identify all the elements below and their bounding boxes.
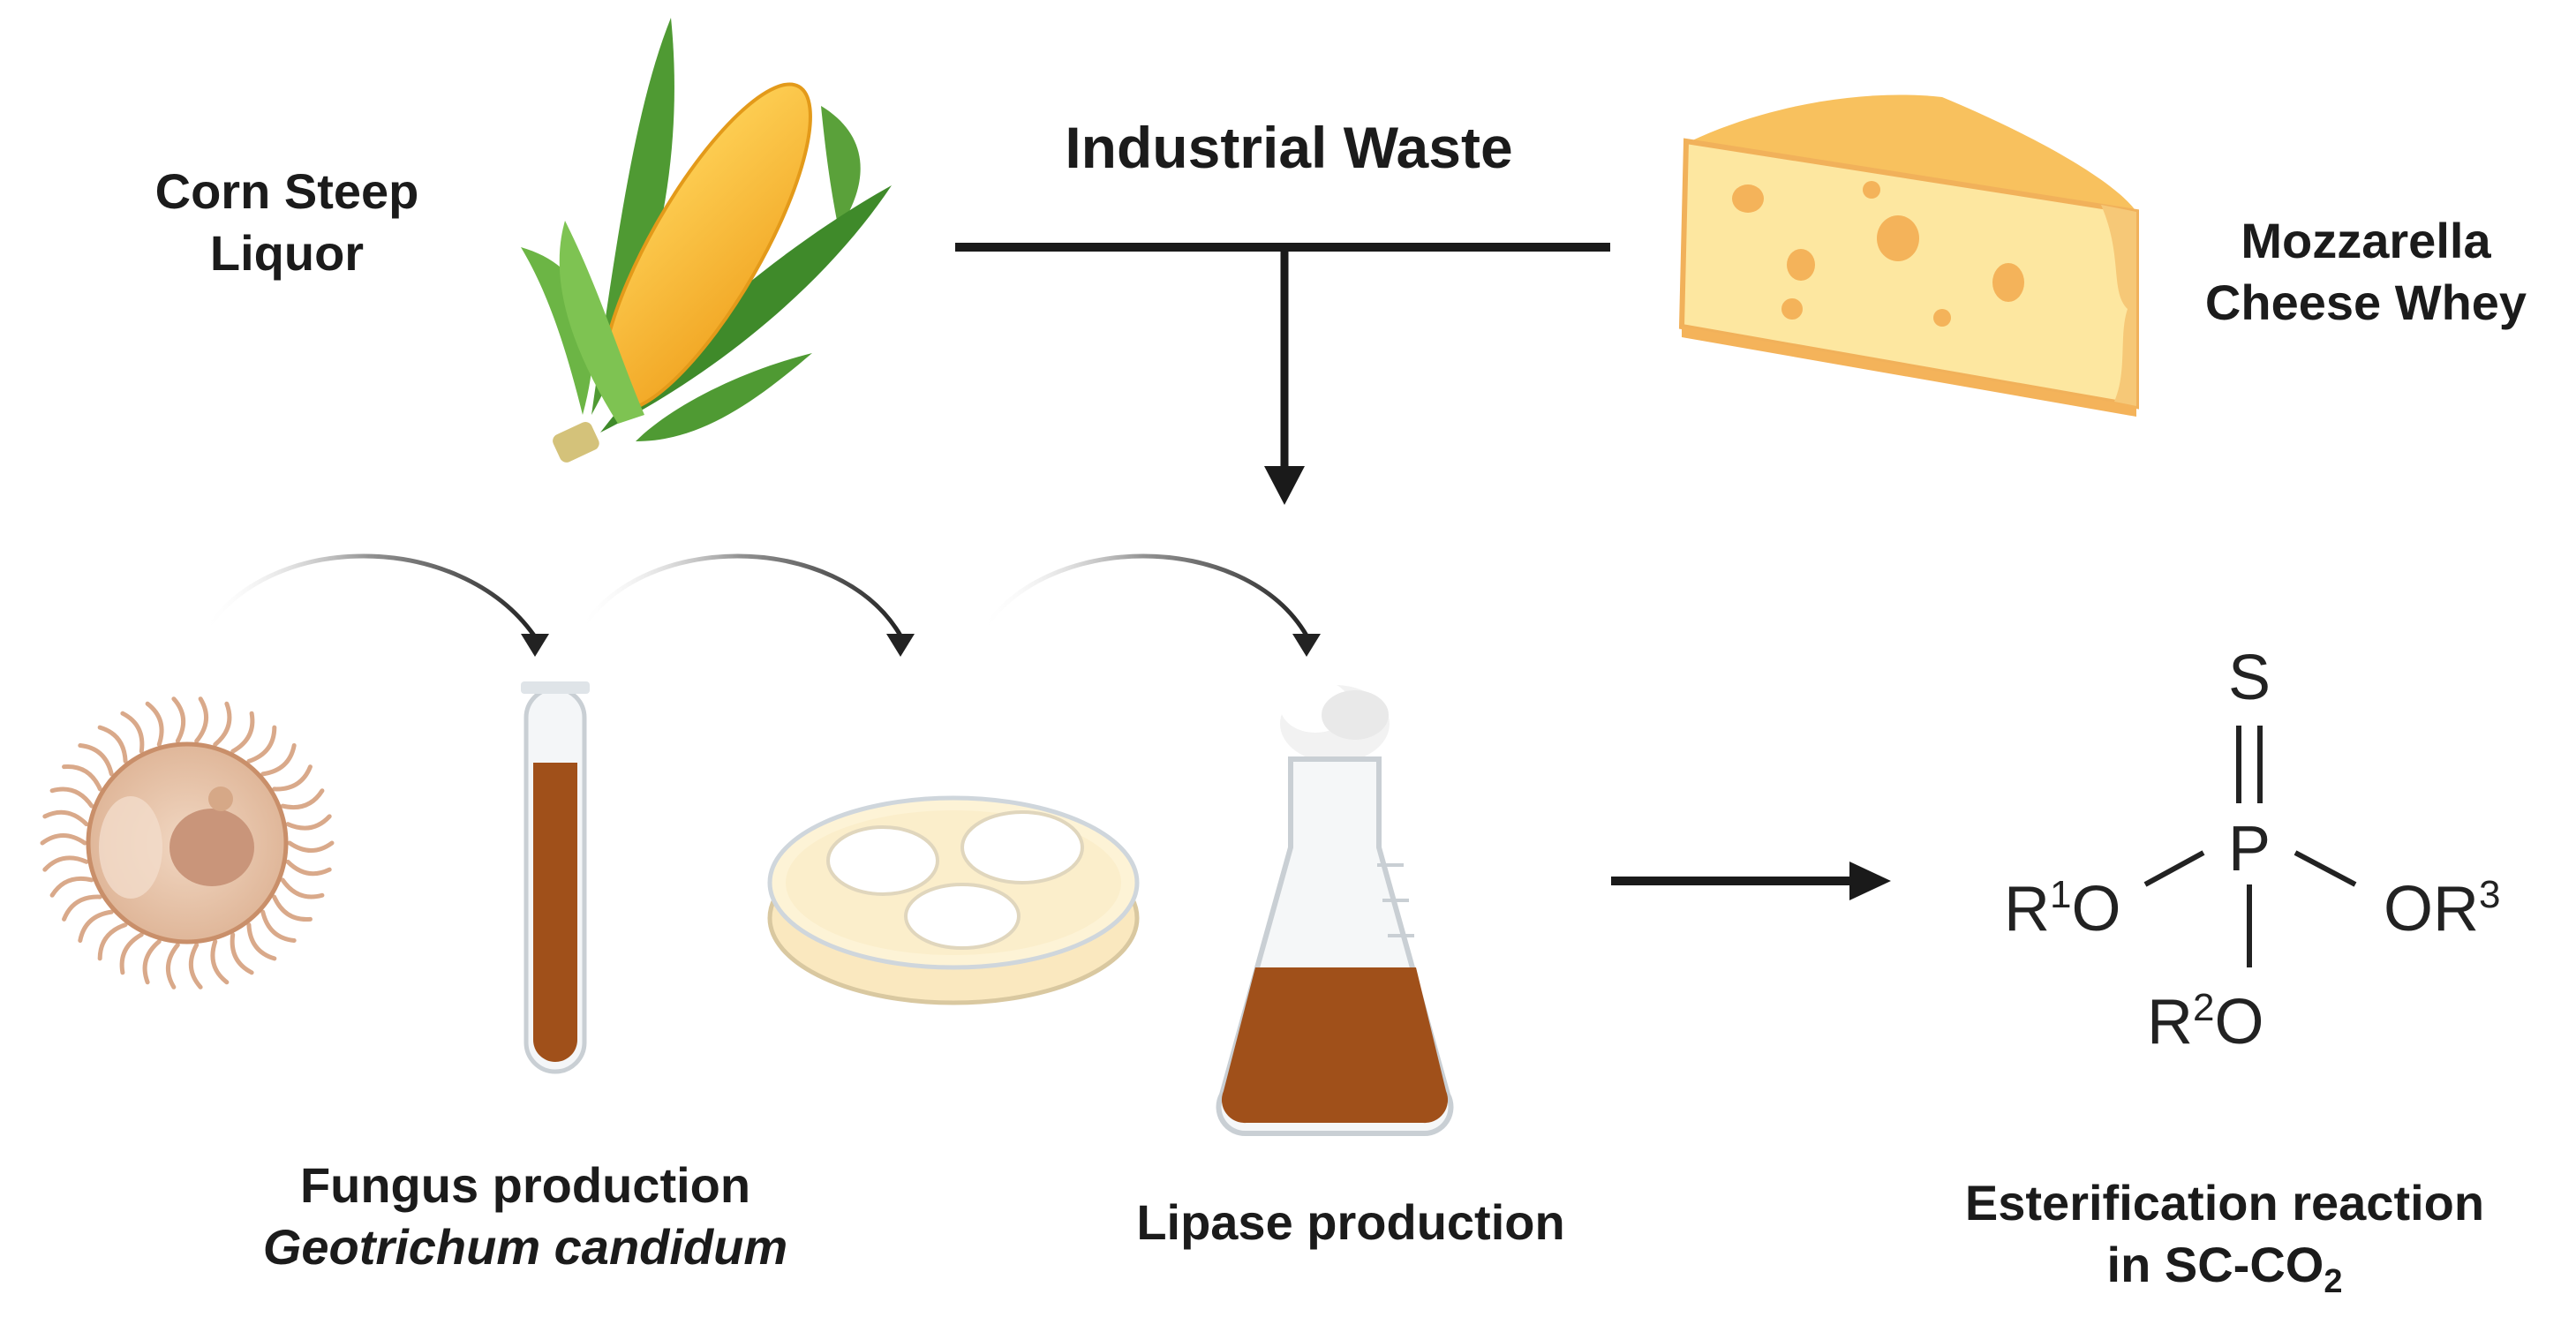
fungus-cell-icon — [40, 696, 335, 990]
cell-cilium — [40, 833, 87, 846]
cell-cilium — [62, 894, 102, 922]
cell-cilium — [285, 814, 332, 831]
cell-cilium — [210, 939, 230, 985]
r2-oxygen: O — [2214, 987, 2263, 1057]
arrow-cell-to-tube-head — [521, 634, 549, 657]
reaction-arrow — [1611, 862, 1891, 900]
cheese-label-line1: Mozzarella — [2241, 213, 2491, 268]
fungus-species-label: Geotrichum candidum — [262, 1219, 788, 1275]
cell-cilium — [194, 696, 208, 743]
cell-cilium — [230, 932, 254, 975]
corn-icon — [521, 18, 892, 463]
industrial-waste-title: Industrial Waste — [1065, 115, 1513, 180]
arrow-cell-to-tube — [200, 553, 537, 637]
cell-cilium — [166, 943, 180, 990]
r2-superscript: 2 — [2193, 986, 2214, 1029]
corn-label-line2: Liquor — [209, 225, 365, 281]
group-r2o: R2O — [2147, 986, 2264, 1057]
cell-cilium — [287, 840, 335, 853]
cell-cilium — [246, 922, 277, 961]
cell-cilium — [120, 711, 145, 754]
cell-cilium — [49, 876, 94, 898]
arrow-tube-to-dish-head — [886, 634, 915, 657]
cell-cilium — [49, 786, 94, 809]
cell-cilium — [42, 809, 89, 827]
atom-p: P — [2228, 814, 2271, 884]
cell-cilium — [171, 696, 186, 743]
r2-letter: R — [2147, 987, 2193, 1057]
cell-cilium — [280, 877, 325, 899]
cell-cilium — [246, 725, 277, 764]
petri-dish-icon — [767, 795, 1140, 1005]
cell-cilium — [78, 743, 114, 777]
cell-cilium — [62, 764, 102, 792]
or3-text: OR — [2384, 874, 2479, 944]
r1-superscript: 1 — [2050, 873, 2071, 916]
cell-cilium — [230, 711, 255, 754]
phosphorothioate-molecule: S P R1O OR3 R2O — [2004, 643, 2500, 1057]
fungus-production-label: Fungus production Geotrichum candidum — [194, 1155, 856, 1278]
cell-cilium — [78, 909, 114, 943]
cell-cilium — [280, 788, 325, 810]
cell-cilium — [42, 855, 89, 872]
bond-p-right — [2294, 850, 2357, 887]
cell-cilium — [97, 725, 128, 764]
cell-cilium — [142, 939, 162, 985]
cell-cilium — [188, 943, 203, 990]
cell-cilium — [213, 701, 232, 747]
r1-oxygen: O — [2071, 874, 2120, 944]
cell-cilium — [260, 909, 297, 943]
co2-subscript: 2 — [2324, 1263, 2343, 1301]
cell-cilium — [97, 922, 128, 961]
cell-cilium — [145, 701, 164, 747]
lipase-production-label: Lipase production — [1136, 1194, 1565, 1250]
cell-cilium — [285, 859, 332, 877]
mozzarella-cheese-whey-label: Mozzarella Cheese Whey — [2172, 210, 2560, 334]
group-or3: OR3 — [2384, 873, 2500, 944]
process-arrows — [200, 553, 1321, 657]
r3-superscript: 3 — [2479, 873, 2500, 916]
group-r1o: R1O — [2004, 873, 2121, 944]
cheese-icon — [1678, 94, 2139, 417]
cheese-label-line2: Cheese Whey — [2204, 275, 2527, 330]
waste-connector — [955, 243, 1610, 505]
bond-p-left — [2143, 850, 2205, 887]
r1-letter: R — [2004, 874, 2050, 944]
fungus-label-line1: Fungus production — [299, 1157, 751, 1213]
esterification-label: Esterification reaction in SC-CO2 — [1889, 1172, 2560, 1304]
esterification-line2-text: in SC-CO — [2106, 1237, 2324, 1292]
cell-cilium — [119, 932, 144, 975]
atom-s: S — [2228, 643, 2271, 713]
test-tube-icon — [521, 681, 590, 1074]
cell-cilium — [260, 743, 297, 777]
waste-down-arrowhead — [1264, 466, 1305, 505]
cell-cilium — [272, 764, 313, 792]
flask-icon — [1216, 680, 1454, 1137]
esterification-line2: in SC-CO2 — [1889, 1234, 2560, 1304]
cell-cilium — [272, 894, 313, 922]
corn-steep-liquor-label: Corn Steep Liquor — [141, 161, 433, 284]
corn-label-line1: Corn Steep — [154, 163, 419, 219]
arrow-dish-to-flask — [977, 553, 1309, 637]
esterification-line1: Esterification reaction — [1964, 1175, 2485, 1230]
arrow-dish-to-flask-head — [1292, 634, 1321, 657]
arrow-tube-to-dish — [576, 553, 903, 637]
